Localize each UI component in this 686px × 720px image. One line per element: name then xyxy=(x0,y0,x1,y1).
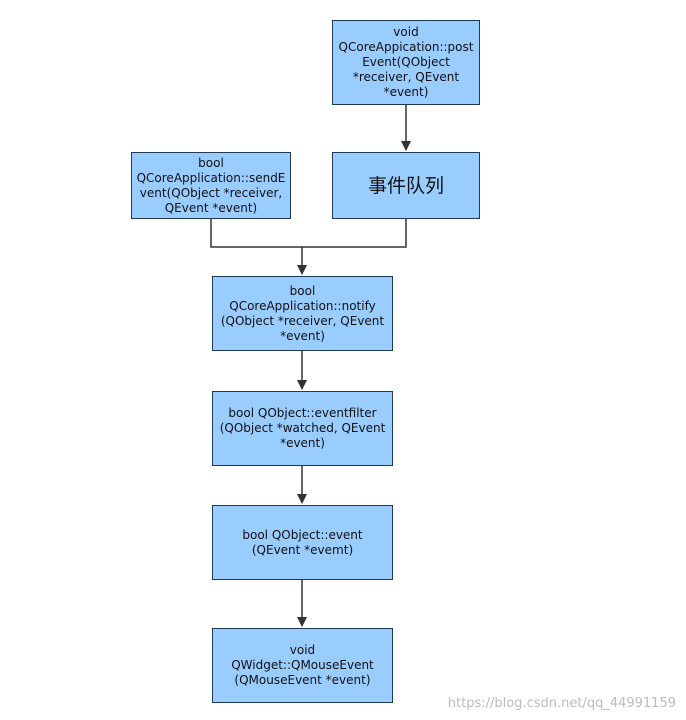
watermark: https://blog.csdn.net/qq_44991159 xyxy=(447,696,676,711)
event-node: bool QObject::event (QEvent *evemt) xyxy=(212,505,393,580)
post-event-node: void QCoreAppication::post Event(QObject… xyxy=(332,20,480,105)
notify-node: bool QCoreApplication::notify (QObject *… xyxy=(212,276,393,351)
edge-send-to-merge xyxy=(210,219,302,248)
event-queue-node: 事件队列 xyxy=(332,152,480,219)
mouse-event-node: void QWidget::QMouseEvent (QMouseEvent *… xyxy=(212,628,393,703)
edge-queue-to-merge xyxy=(302,219,407,248)
eventfilter-node: bool QObject::eventfilter (QObject *watc… xyxy=(212,391,393,466)
send-event-node: bool QCoreApplication::sendE vent(QObjec… xyxy=(131,152,291,219)
